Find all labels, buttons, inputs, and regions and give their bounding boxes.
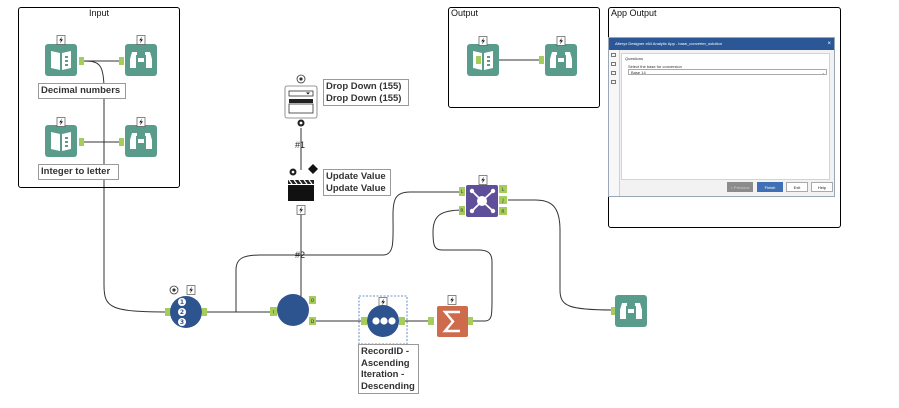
close-icon[interactable]: × [827, 41, 831, 47]
label-drop-down-line1: Drop Down (155) [326, 81, 402, 92]
wire-decimal-to-generate-rows[interactable] [83, 60, 171, 313]
label-record-id-line2: Ascending [361, 357, 410, 369]
svg-text:1: 1 [180, 299, 184, 306]
append-fields-tool[interactable] [270, 294, 316, 326]
app-questions-panel: Questions Select the base for conversion… [621, 53, 830, 180]
app-side-toolbar [609, 50, 620, 196]
analytic-app-window: Alteryx Designer x64 Analytic App - base… [608, 37, 835, 197]
anchor-label-join-R-out: R [501, 209, 504, 215]
record-id-tool[interactable] [358, 295, 408, 345]
connection-label-2: #2 [295, 250, 306, 260]
anchor-label-append-bottom: D [311, 319, 315, 325]
app-title-bar: Alteryx Designer x64 Analytic App - base… [609, 38, 834, 50]
browse-tool-final[interactable] [611, 295, 647, 327]
app-title: Alteryx Designer x64 Analytic App - base… [615, 41, 722, 46]
exit-button[interactable]: Exit [786, 182, 808, 192]
toolbar-icon-3[interactable] [611, 71, 616, 75]
chevron-down-icon: ⌄ [821, 70, 825, 75]
browse-tool-output[interactable] [539, 36, 577, 77]
label-drop-down[interactable]: Drop Down (155) Drop Down (155) [323, 79, 409, 106]
anchor-label-join-R-in: R [460, 208, 463, 214]
drop-down-interface-tool[interactable] [284, 74, 318, 127]
label-decimal-numbers[interactable]: Decimal numbers [38, 83, 126, 99]
anchor-label-join-L-in: L [461, 189, 464, 195]
anchor-label-append-in: I [273, 310, 274, 316]
anchor-label-append-top: O [311, 298, 315, 304]
svg-text:3: 3 [180, 319, 184, 326]
label-record-id-line4: Descending [361, 380, 415, 392]
questions-heading: Questions [625, 56, 644, 61]
input-container[interactable] [18, 7, 180, 188]
anchor-label-join-L-out: L [502, 187, 505, 193]
label-record-id-line1: RecordID - [361, 346, 410, 357]
toolbar-icon-2[interactable] [611, 62, 616, 66]
svg-text:2: 2 [180, 309, 184, 316]
wire-generate-to-join-right[interactable] [235, 191, 463, 312]
app-output-container-title: App Output [611, 8, 657, 18]
input-container-title: Input [89, 8, 110, 18]
label-record-id[interactable]: RecordID - Ascending Iteration - Descend… [358, 344, 419, 394]
toolbar-icon-1[interactable] [611, 53, 616, 57]
generate-rows-tool[interactable]: 1 2 3 [165, 285, 207, 329]
input-data-tool-output[interactable] [467, 36, 499, 77]
help-button[interactable]: Help [811, 182, 833, 192]
base-prompt: Select the base for conversion [628, 64, 682, 69]
base-select-value: Base 14 [631, 70, 646, 75]
anchor-label-join-J-out: J [501, 198, 503, 204]
wire-summarize-to-join-left[interactable] [432, 209, 493, 322]
browse-tool-integer[interactable] [119, 117, 157, 158]
base-select[interactable]: Base 14 ⌄ [628, 69, 827, 75]
label-drop-down-line2: Drop Down (155) [326, 92, 402, 104]
label-integer-to-letter[interactable]: Integer to letter [38, 164, 119, 180]
browse-tool-decimal[interactable] [119, 35, 157, 77]
output-container[interactable] [448, 7, 600, 108]
join-tool[interactable] [459, 175, 507, 218]
label-update-value-line2: Update Value [326, 182, 386, 194]
action-tool-update-value[interactable] [288, 164, 318, 215]
input-data-tool-decimal[interactable] [45, 35, 84, 77]
toolbar-icon-4[interactable] [611, 80, 616, 84]
label-update-value[interactable]: Update Value Update Value [323, 169, 391, 196]
wire-join-to-browse[interactable] [508, 199, 614, 311]
label-update-value-line1: Update Value [326, 171, 386, 182]
finish-button[interactable]: Finish [757, 182, 783, 192]
summarize-tool[interactable] [428, 295, 473, 338]
input-data-tool-integer[interactable] [45, 117, 84, 158]
connection-label-1: #1 [295, 140, 306, 150]
label-record-id-line3: Iteration - [361, 369, 405, 380]
output-container-title: Output [451, 8, 479, 18]
previous-button[interactable]: < Previous [727, 182, 753, 192]
